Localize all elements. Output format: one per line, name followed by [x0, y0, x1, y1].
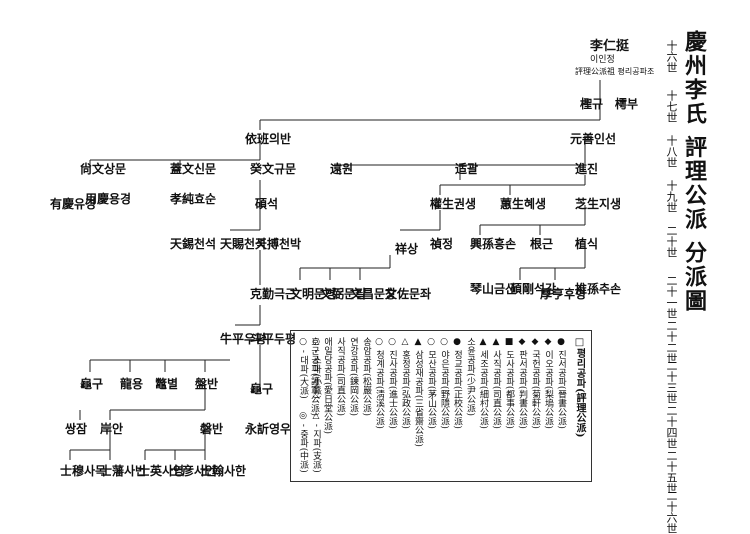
tree-node: 孝純효순 — [170, 192, 217, 206]
tree-node: 文弼문필 — [320, 287, 367, 301]
tree-node: 碩석 — [255, 197, 279, 211]
legend-item: 송암공파(松巖公派) — [361, 337, 371, 417]
legend-item: ◆ 판서공파(判書公派) — [517, 337, 527, 429]
legend-item: ● 정교공파(正校公派) — [452, 337, 462, 429]
legend-item: ▲ 삼성재공파(三省齋公派) — [413, 337, 423, 447]
tree-node: 士穆사목 — [60, 464, 107, 478]
tree-node: 克勤극근 — [250, 287, 297, 301]
legend-key: ○ - 소파(小派) — [311, 337, 321, 399]
tree-node: 士英사영 — [138, 464, 185, 478]
legend-key: △ - 지파(支派) — [311, 411, 321, 473]
tree-node: 興孫흥손 — [470, 237, 517, 251]
tree-node: 蓋文신문 — [170, 162, 217, 176]
tree-node: 龜구 — [250, 382, 274, 396]
generation-label: 二十一世 — [665, 275, 678, 319]
tree-node: 厚亨후형 — [540, 287, 587, 301]
tree-node: 祥상 — [395, 242, 419, 256]
legend-item: 호군공파(護軍公派) — [309, 337, 319, 417]
tree-node: 用慶용경 — [85, 192, 132, 206]
legend-item: 애일당공파(愛日堂公派) — [322, 337, 332, 435]
generation-label: 二十二世 — [665, 320, 678, 364]
tree-node: 牛平우평 — [220, 332, 267, 346]
tree-node: 天錫천석 — [170, 237, 217, 251]
tree-node: 文昌문창 — [350, 287, 397, 301]
tree-node: 琴山금산 — [470, 282, 517, 296]
generation-label: 二十四世 — [665, 405, 678, 449]
legend-key: ◎ - 중파(中派) — [298, 411, 308, 473]
legend-item: ■ 도사공파(都事公派) — [504, 337, 514, 429]
generation-label: 十七世 — [665, 90, 678, 123]
root-person: 李仁挺 — [590, 39, 630, 54]
tree-node: 士翰사한 — [200, 464, 247, 478]
tree-node: 有慶유경 — [50, 197, 97, 211]
legend-item: ◆ 국헌공파(菊軒公派) — [530, 337, 540, 429]
tree-node: 天賜천석 — [220, 237, 267, 251]
tree-node: 尙文상문 — [80, 162, 127, 176]
tree-node: 鼈별 — [155, 377, 179, 391]
tree-node: 元善인선 — [570, 132, 617, 146]
tree-node: 植식 — [575, 237, 599, 251]
tree-node: 쌍잠 — [65, 422, 88, 436]
tree-node: 斗平두평 — [250, 332, 297, 346]
tree-node: 盤반 — [195, 377, 219, 391]
tree-node: 龍용 — [120, 377, 144, 391]
tree-node: 權生권생 — [430, 197, 477, 211]
tree-node: 文明문명 — [290, 287, 337, 301]
tree-node: 磐반 — [200, 422, 224, 436]
tree-node: 癸文규문 — [250, 162, 297, 176]
tree-node: 芝生지생 — [575, 197, 622, 211]
legend-box: □평리공파(評理公派) ● 진서공파(晉書公派) ◆ 이오공파(梨塢公派) ◆ … — [290, 330, 592, 482]
tree-node: 蕙生혜생 — [500, 197, 547, 211]
generation-label: 十九世 — [665, 180, 678, 213]
root-reading: 이인정 — [590, 55, 615, 65]
legend-item: 연강공파(鍊岡公派) — [348, 337, 358, 417]
tree-node: 禎정 — [430, 237, 454, 251]
tree-node: 檉규 — [580, 97, 604, 111]
generation-label: 二十五世 — [665, 450, 678, 494]
tree-node: 天搏천박 — [255, 237, 302, 251]
tree-node: 士彦사언 — [170, 464, 217, 478]
legend-item: ▲ 사직공파(司直公派) — [491, 337, 501, 429]
tree-node: 文佐문좌 — [385, 287, 432, 301]
legend-key: ○ - 대파(大派) — [298, 337, 308, 399]
generation-label: 二十三世 — [665, 360, 678, 404]
tree-node: 岸안 — [100, 422, 124, 436]
legend-heading: □평리공파(評理公派) — [574, 337, 585, 438]
tree-node: 推孫추손 — [575, 282, 622, 296]
tree-node: 根근 — [530, 237, 554, 251]
tree-node: 樗부 — [615, 97, 639, 111]
legend-item: ○ 진사공파(進士公派) — [387, 337, 397, 429]
legend-item: ○ 청계공파(淸溪公派) — [374, 337, 384, 429]
root-note: 評理公派祖 평리공파조 — [575, 67, 655, 76]
legend-item: △ 홍정공파(弘政公派) — [400, 337, 410, 429]
legend-item: ◆ 이오공파(梨塢公派) — [543, 337, 553, 429]
legend-item: 사직공파(司直公派) — [335, 337, 345, 417]
tree-node: 永訢영우 — [245, 422, 292, 436]
legend-item: ○ 야은공파(野隱公派) — [439, 337, 449, 429]
legend-item: ○ 모산공파(茅山公派) — [426, 337, 436, 429]
tree-node: 碩剛석강 — [510, 282, 557, 296]
tree-node: 遠원 — [330, 162, 354, 176]
generation-label: 十八世 — [665, 135, 678, 168]
generation-label: 二十世 — [665, 225, 678, 258]
legend-item: ● 진서공파(晉書公派) — [556, 337, 566, 429]
tree-node: 依班의반 — [245, 132, 292, 146]
legend-item: ▲ 세조공파(細村公派) — [478, 337, 488, 429]
tree-node: 士藩사번 — [100, 464, 147, 478]
tree-node: 适괄 — [455, 162, 479, 176]
tree-node: 進진 — [575, 162, 599, 176]
tree-node: 龜구 — [80, 377, 104, 391]
legend-item: 소윤공파(少尹公派) — [465, 337, 475, 417]
page-title: 慶州李氏 評理公派 分派圖 — [681, 30, 707, 314]
generation-label: 二十六世 — [665, 490, 678, 534]
generation-label: 十六世 — [665, 40, 678, 73]
